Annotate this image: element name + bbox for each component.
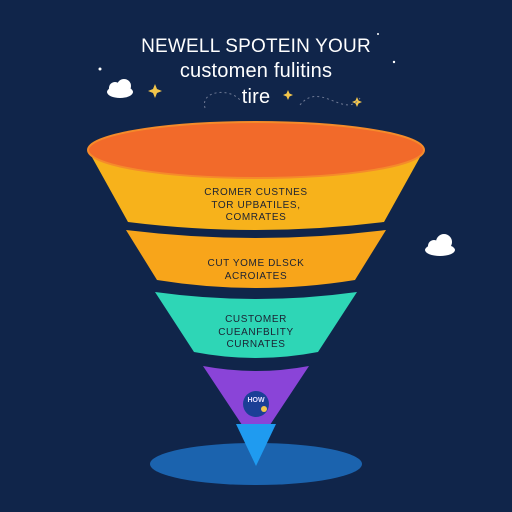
stage-1-text: CROMER CUSTNES TOR UPBATILES, COMRATES: [0, 187, 512, 225]
stage-3-line-2: CUEANFBLITY: [218, 326, 294, 338]
stage-3-text: CUSTOMER CUEANFBLITY CURNATES: [0, 314, 512, 352]
badge-circle: [243, 391, 269, 417]
stage-1-line-1: CROMER CUSTNES: [204, 187, 308, 198]
sparkle-icon: [98, 67, 102, 71]
funnel-tip: [236, 424, 276, 466]
stage-1-line-2: TOR UPBATILES,: [211, 199, 301, 211]
cloud-icon: [425, 234, 455, 256]
title-line-2: customen fulitins: [179, 60, 333, 82]
funnel-top-rim: [88, 122, 424, 178]
cloud-icon: [107, 79, 133, 98]
badge-dot: [261, 406, 267, 412]
stage-2-line-2: ACROIATES: [224, 270, 288, 282]
badge-label: HOW: [247, 397, 265, 404]
sparkle-icon: [377, 33, 379, 35]
title-line-1: NEWELL SPOTEIN YOUR: [141, 36, 371, 57]
funnel-stage-2: [126, 230, 386, 288]
stage-2-line-1: CUT YOME DLSCK: [207, 258, 305, 269]
sparkle-icon: [392, 60, 396, 64]
funnel-top-rim-outline: [87, 121, 425, 179]
dashed-trail: [299, 95, 361, 106]
funnel-stage-3: [155, 292, 357, 358]
title-line-3: tire: [241, 86, 271, 108]
stage-3-line-1: CUSTOMER: [225, 314, 287, 325]
stage-2-text: CUT YOME DLSCK ACROIATES: [0, 258, 512, 283]
stage-3-line-3: CURNATES: [226, 339, 286, 350]
stage-1-line-3: COMRATES: [225, 212, 287, 223]
